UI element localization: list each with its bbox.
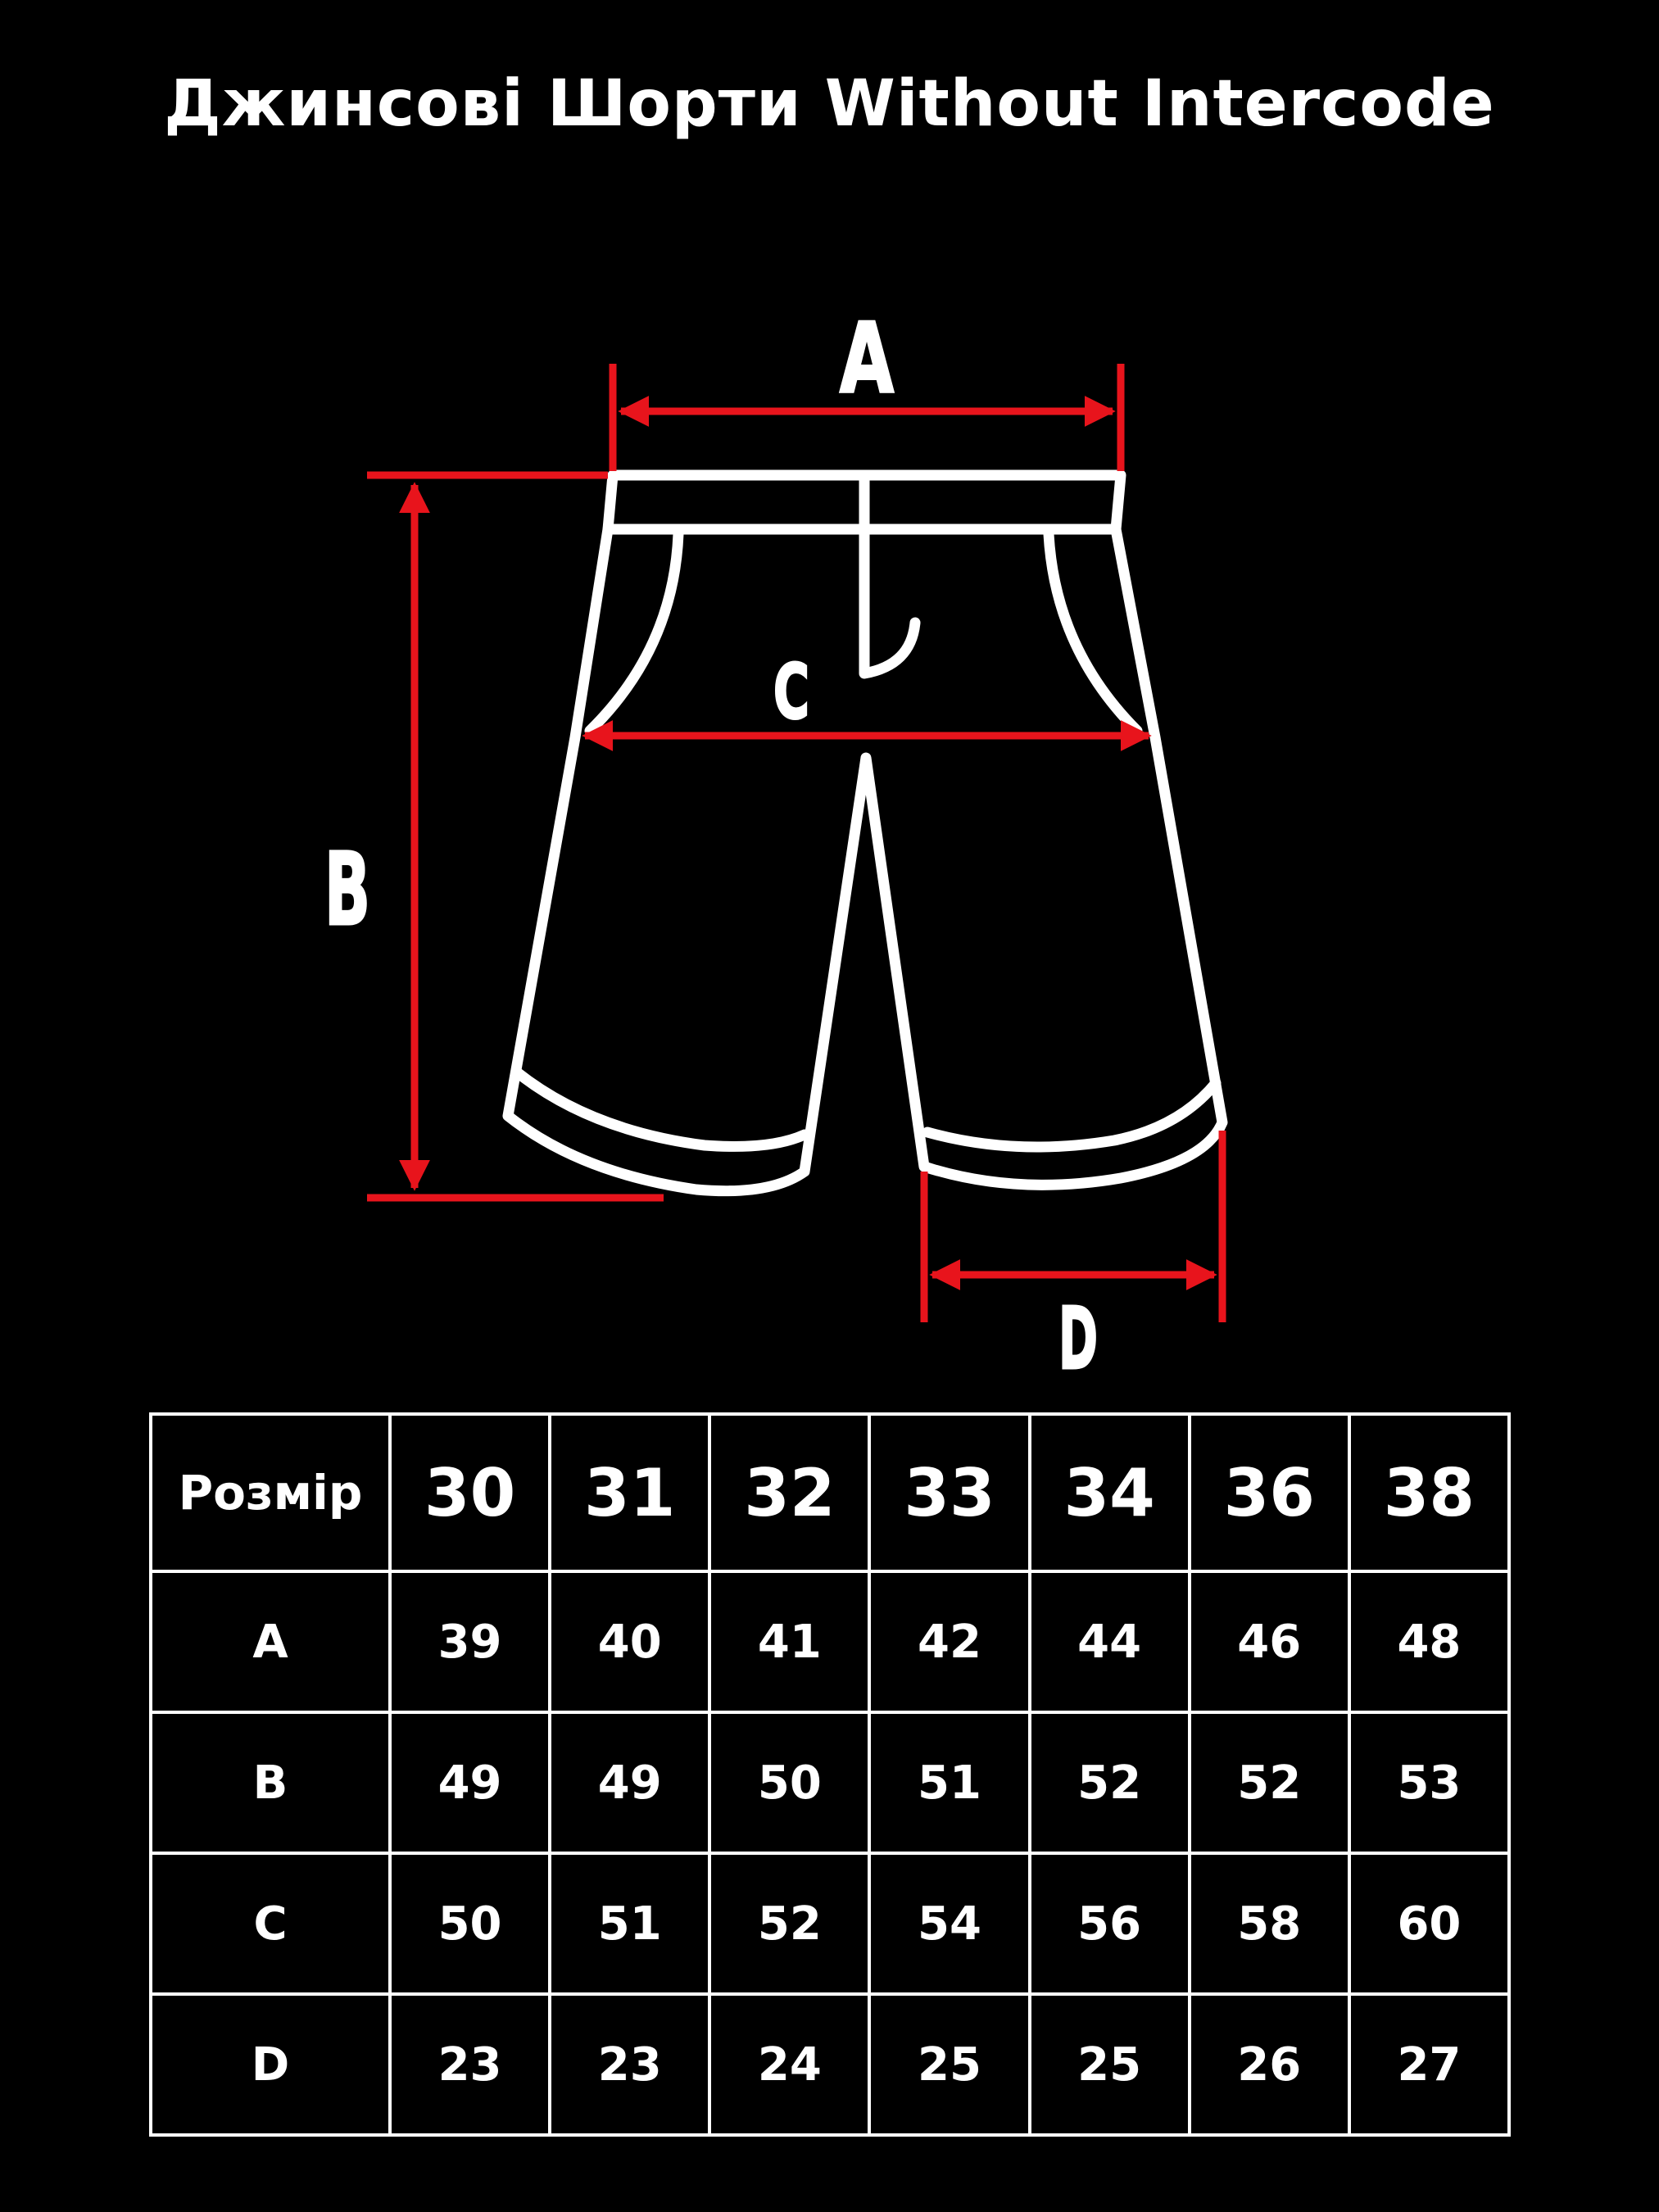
size-cell: 38 (1347, 1412, 1512, 1573)
dimension-lines (367, 364, 1226, 1322)
table-cell: 56 (1027, 1852, 1191, 1996)
dimension-b-label: B (324, 832, 370, 948)
table-row: A 39 40 41 42 44 46 48 (149, 1570, 1512, 1714)
table-cell: 51 (868, 1711, 1031, 1855)
shorts-measurement-diagram: A B C D (324, 301, 1228, 1390)
table-cell: 24 (708, 1992, 872, 2137)
left-pocket (584, 528, 684, 737)
fly-stitch (859, 524, 921, 679)
dimension-a-label: A (840, 301, 894, 415)
right-pocket (1043, 528, 1143, 737)
table-row: B 49 49 50 51 52 52 53 (149, 1711, 1512, 1855)
size-cell: 30 (388, 1412, 552, 1573)
size-cell: 34 (1027, 1412, 1191, 1573)
table-cell: 23 (388, 1992, 552, 2137)
page-title: Джинсові Шорти Without Intercode (164, 67, 1495, 141)
size-header-label: Розмір (149, 1412, 392, 1573)
size-table: Розмір 30 31 32 33 34 36 38 A 39 40 41 4… (149, 1412, 1512, 2137)
size-cell: 31 (548, 1412, 712, 1573)
table-cell: 50 (708, 1711, 872, 1855)
left-leg-cuff (510, 1066, 810, 1152)
table-cell: 40 (548, 1570, 712, 1714)
table-cell: 50 (388, 1852, 552, 1996)
table-cell: 23 (548, 1992, 712, 2137)
table-cell: 54 (868, 1852, 1031, 1996)
table-cell: 52 (708, 1852, 872, 1996)
table-cell: 48 (1347, 1570, 1512, 1714)
table-cell: 53 (1347, 1711, 1512, 1855)
size-cell: 36 (1187, 1412, 1351, 1573)
table-cell: 25 (868, 1992, 1031, 2137)
shorts-outline (502, 469, 1228, 1197)
dimension-c-label: C (773, 648, 809, 736)
size-cell: 32 (708, 1412, 872, 1573)
table-cell: 44 (1027, 1570, 1191, 1714)
dimension-d-label: D (1058, 1289, 1098, 1389)
shorts-body (502, 524, 1228, 1197)
table-cell: 41 (708, 1570, 872, 1714)
size-cell: 33 (868, 1412, 1031, 1573)
row-label: A (149, 1570, 392, 1714)
table-cell: 49 (548, 1711, 712, 1855)
size-header-row: Розмір 30 31 32 33 34 36 38 (149, 1412, 1512, 1573)
right-leg-cuff (922, 1077, 1222, 1153)
table-cell: 60 (1347, 1852, 1512, 1996)
table-cell: 52 (1027, 1711, 1191, 1855)
table-cell: 49 (388, 1711, 552, 1855)
table-cell: 46 (1187, 1570, 1351, 1714)
table-cell: 52 (1187, 1711, 1351, 1855)
table-cell: 26 (1187, 1992, 1351, 2137)
table-cell: 58 (1187, 1852, 1351, 1996)
table-row: C 50 51 52 54 56 58 60 (149, 1852, 1512, 1996)
table-row: D 23 23 24 25 25 26 27 (149, 1992, 1512, 2137)
row-label: C (149, 1852, 392, 1996)
row-label: B (149, 1711, 392, 1855)
table-cell: 25 (1027, 1992, 1191, 2137)
row-label: D (149, 1992, 392, 2137)
table-cell: 51 (548, 1852, 712, 1996)
table-cell: 42 (868, 1570, 1031, 1714)
table-cell: 27 (1347, 1992, 1512, 2137)
table-cell: 39 (388, 1570, 552, 1714)
